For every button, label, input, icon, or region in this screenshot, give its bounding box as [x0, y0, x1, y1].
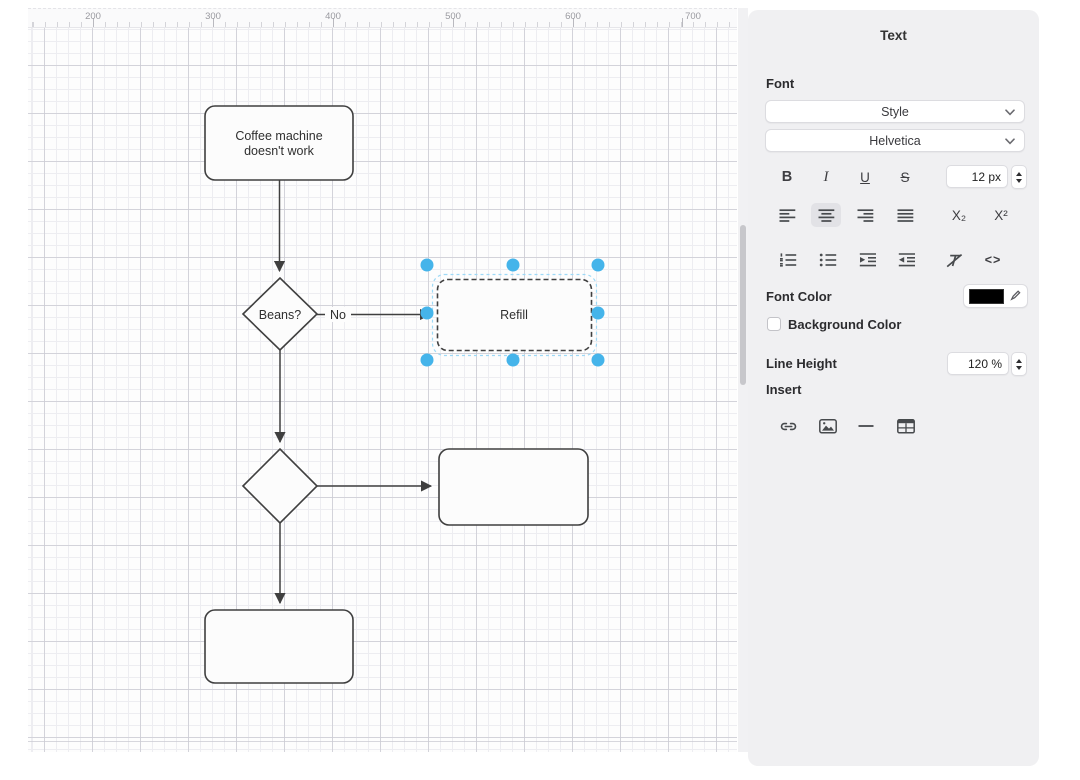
ruler-tick-label: 300	[205, 11, 221, 22]
ruler-tick-label: 600	[565, 11, 581, 22]
node-start-label-line2: doesn't work	[244, 144, 315, 158]
indent-decrease-button[interactable]	[892, 248, 922, 272]
scrollbar-thumb[interactable]	[740, 225, 746, 385]
node-decision1[interactable]	[241, 276, 319, 352]
stepper-up-icon[interactable]	[1016, 358, 1022, 363]
align-justify-icon	[897, 208, 913, 222]
bold-button[interactable]: B	[772, 165, 802, 189]
node-refill-label: Refill	[500, 308, 528, 322]
ruler-tick-label: 200	[85, 11, 101, 22]
selection-handle-sw[interactable]	[420, 353, 434, 367]
horizontal-rule-icon	[858, 425, 874, 427]
font-style-value: Style	[881, 104, 909, 119]
insert-link-button[interactable]	[773, 414, 803, 438]
superscript-glyph: X²	[994, 207, 1008, 223]
font-size-stepper	[1011, 165, 1027, 189]
link-icon	[780, 422, 796, 430]
line-height-input[interactable]	[947, 352, 1009, 375]
selection-handle-n[interactable]	[506, 258, 520, 272]
bullet-list-icon	[819, 253, 837, 267]
code-button[interactable]: <>	[978, 248, 1008, 272]
vertical-scrollbar[interactable]	[738, 8, 748, 752]
node-box2[interactable]	[438, 448, 589, 526]
flowchart-layer: Coffee machine doesn't work Beans? No Re…	[204, 105, 605, 684]
diagram-canvas[interactable]	[28, 28, 737, 752]
selection-handle-ne[interactable]	[591, 258, 605, 272]
background-color-label: Background Color	[788, 317, 902, 332]
edge-label-bg	[325, 307, 351, 322]
line-height-stepper	[1011, 352, 1027, 376]
insert-table-button[interactable]	[891, 414, 921, 438]
stepper-up-icon[interactable]	[1016, 171, 1022, 176]
node-decision2[interactable]	[241, 447, 319, 525]
horizontal-ruler: 200 300 400 500 600 700	[28, 8, 737, 28]
stepper-down-icon[interactable]	[1016, 178, 1022, 183]
italic-glyph: I	[823, 168, 829, 185]
align-right-icon	[857, 208, 873, 222]
font-color-label: Font Color	[766, 289, 832, 304]
font-family-dropdown[interactable]: Helvetica	[765, 129, 1025, 152]
table-icon	[897, 418, 915, 434]
italic-button[interactable]: I	[811, 165, 841, 189]
ruler-tick-label: 400	[325, 11, 341, 22]
stepper-down-icon[interactable]	[1016, 365, 1022, 370]
node-box3[interactable]	[204, 609, 354, 684]
image-icon	[819, 418, 837, 434]
underline-glyph: U	[860, 169, 870, 185]
font-family-value: Helvetica	[869, 133, 921, 148]
chevron-down-icon	[1005, 138, 1015, 145]
superscript-button[interactable]: X²	[986, 203, 1016, 227]
font-section-label: Font	[766, 76, 795, 91]
font-style-dropdown[interactable]: Style	[765, 100, 1025, 123]
font-color-swatch[interactable]	[969, 288, 1005, 304]
align-left-icon	[779, 208, 795, 222]
insert-section-label: Insert	[766, 382, 802, 397]
node-decision1-label: Beans?	[259, 308, 301, 322]
strikethrough-glyph: S	[900, 169, 910, 185]
underline-button[interactable]: U	[850, 165, 880, 189]
panel-title: Text	[880, 28, 907, 43]
indent-increase-icon	[859, 253, 876, 267]
indent-decrease-icon	[898, 253, 915, 267]
align-left-button[interactable]	[772, 203, 802, 227]
clear-formatting-icon	[946, 253, 962, 267]
selection-handle-w[interactable]	[420, 306, 434, 320]
selection-handle-e[interactable]	[591, 306, 605, 320]
numbered-list-button[interactable]	[773, 248, 803, 272]
ruler-tick-label: 700	[685, 11, 701, 22]
ruler-tick-label: 500	[445, 11, 461, 22]
align-center-icon	[818, 208, 834, 222]
node-start[interactable]	[204, 105, 354, 181]
selection-handle-s[interactable]	[506, 353, 520, 367]
insert-horizontal-rule-button[interactable]	[851, 414, 881, 438]
font-color-control[interactable]	[963, 284, 1028, 308]
bold-glyph: B	[781, 169, 793, 185]
clear-formatting-button[interactable]	[939, 248, 969, 272]
numbered-list-icon	[780, 253, 797, 267]
strikethrough-button[interactable]: S	[890, 165, 920, 189]
eyedropper-icon[interactable]	[1008, 289, 1022, 303]
insert-image-button[interactable]	[813, 414, 843, 438]
selection-handle-se[interactable]	[591, 353, 605, 367]
align-right-button[interactable]	[850, 203, 880, 227]
align-center-button[interactable]	[811, 203, 841, 227]
text-format-panel: Text Font Style Helvetica B I U S	[748, 10, 1039, 766]
code-glyph: <>	[984, 253, 1002, 267]
line-height-label: Line Height	[766, 356, 837, 371]
chevron-down-icon	[1005, 109, 1015, 116]
indent-increase-button[interactable]	[853, 248, 883, 272]
background-color-checkbox[interactable]	[767, 317, 781, 331]
subscript-button[interactable]: X₂	[944, 203, 974, 227]
node-refill-selected[interactable]	[436, 278, 593, 352]
font-size-input[interactable]	[946, 165, 1008, 188]
align-justify-button[interactable]	[890, 203, 920, 227]
bullet-list-button[interactable]	[813, 248, 843, 272]
selection-handle-nw[interactable]	[420, 258, 434, 272]
node-start-label-line1: Coffee machine	[235, 129, 322, 143]
subscript-glyph: X₂	[951, 207, 967, 223]
edge-no-label[interactable]: No	[330, 308, 346, 322]
